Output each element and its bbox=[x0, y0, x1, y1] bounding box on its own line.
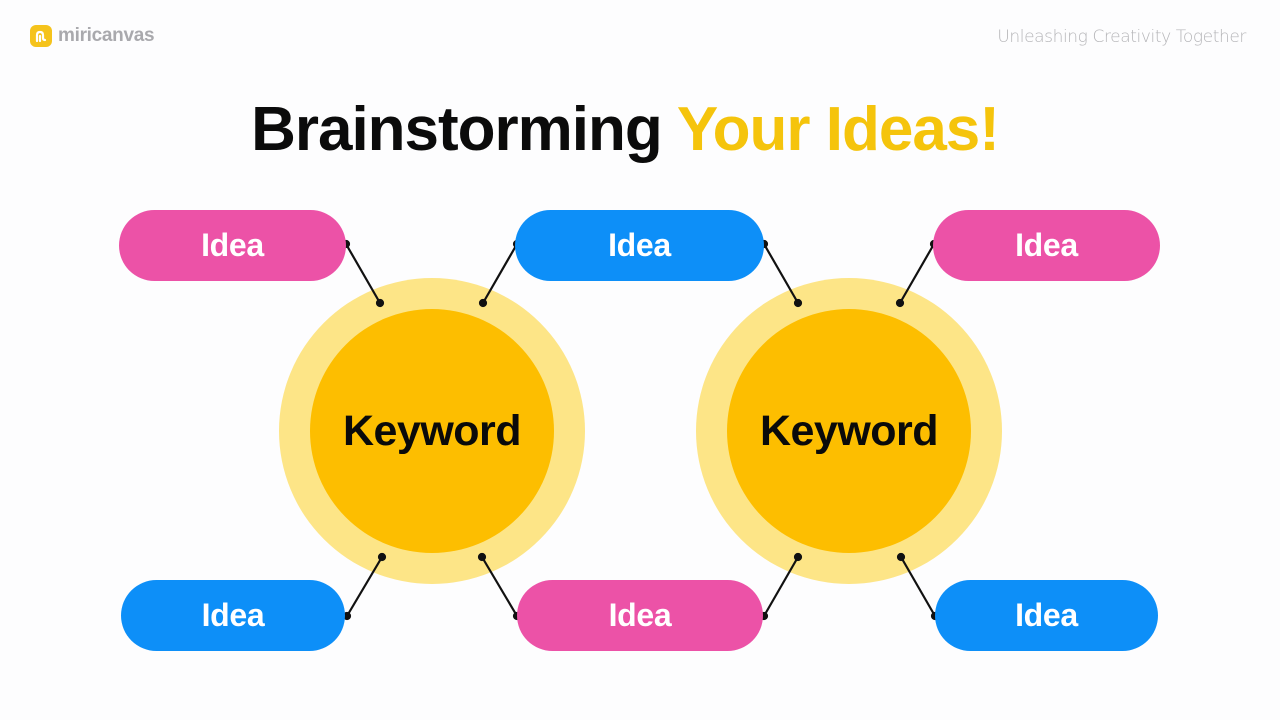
keyword-node-left[interactable]: Keyword bbox=[279, 278, 585, 584]
idea-label: Idea bbox=[1015, 597, 1078, 633]
idea-pill-top-right[interactable]: Idea bbox=[933, 210, 1160, 281]
idea-label: Idea bbox=[608, 597, 672, 633]
keyword-inner-circle: Keyword bbox=[310, 309, 554, 553]
idea-label: Idea bbox=[201, 227, 264, 263]
brand-name: miricanvas bbox=[58, 25, 155, 46]
miricanvas-logo-icon bbox=[30, 25, 52, 47]
title-accent: Your Ideas! bbox=[676, 95, 1000, 164]
keyword-label: Keyword bbox=[342, 406, 522, 455]
slide-title: Brainstorming Your Ideas! bbox=[0, 92, 1250, 168]
keyword-node-right[interactable]: Keyword bbox=[696, 278, 1002, 584]
idea-label: Idea bbox=[1015, 227, 1078, 263]
idea-pill-top-left[interactable]: Idea bbox=[119, 210, 346, 281]
idea-label: Idea bbox=[201, 597, 265, 633]
idea-pill-bottom-left[interactable]: Idea bbox=[121, 580, 345, 651]
brand: miricanvas bbox=[30, 25, 155, 47]
idea-pill-bottom-middle[interactable]: Idea bbox=[517, 580, 763, 651]
keyword-inner-circle: Keyword bbox=[727, 309, 971, 553]
title-primary: Brainstorming bbox=[251, 95, 663, 164]
keyword-label: Keyword bbox=[759, 406, 939, 455]
idea-label: Idea bbox=[608, 227, 671, 263]
tagline: Unleashing Creativity Together bbox=[997, 27, 1246, 47]
idea-pill-top-middle[interactable]: Idea bbox=[515, 210, 764, 281]
idea-pill-bottom-right[interactable]: Idea bbox=[935, 580, 1158, 651]
